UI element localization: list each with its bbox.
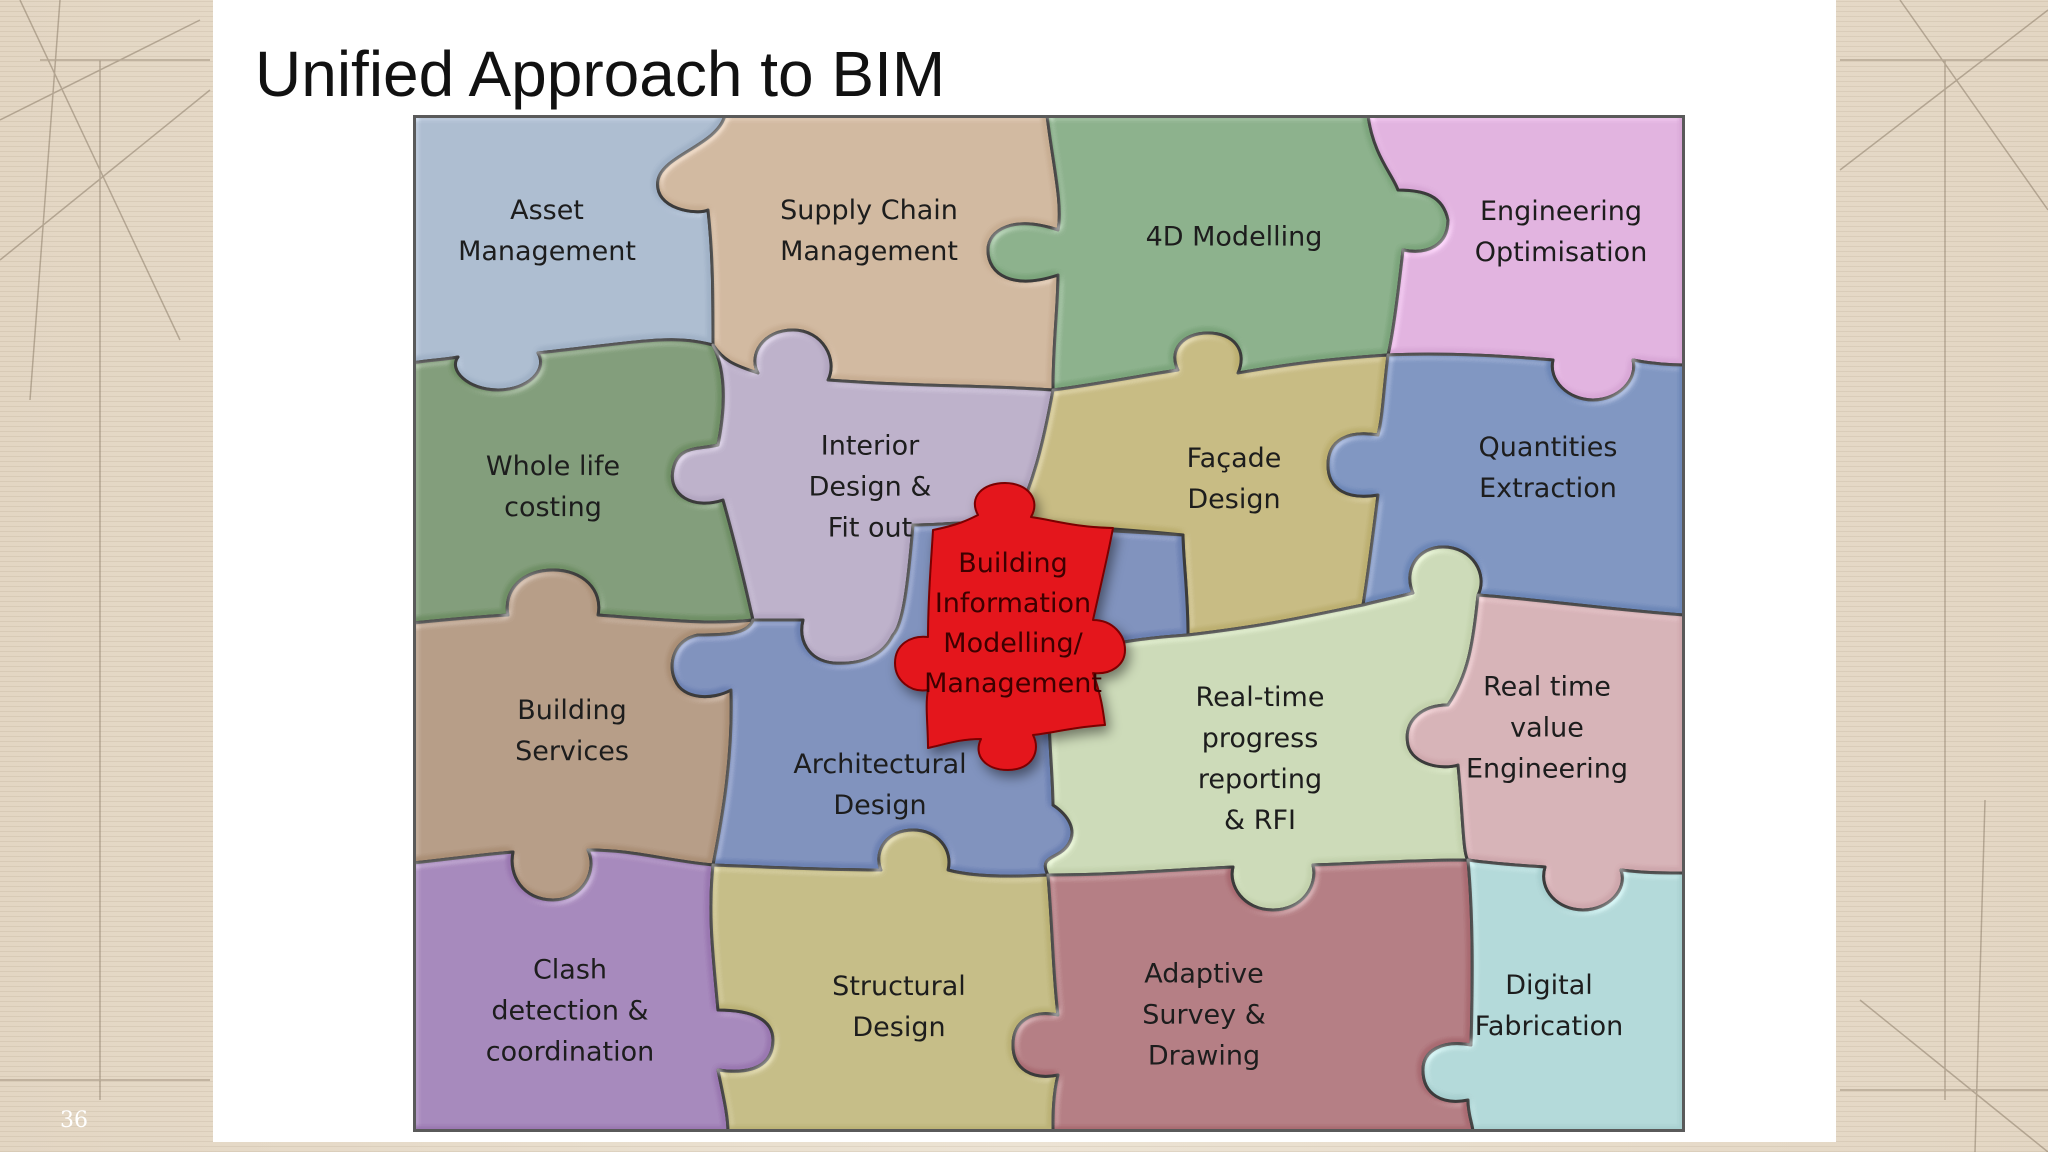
label-interior-design: Interior Design & Fit out [808,430,932,544]
label-4d-modelling: 4D Modelling [1145,221,1323,253]
puzzle-graphic [413,115,1685,1132]
label-adaptive-survey: Adaptive Survey & Drawing [1142,958,1266,1072]
label-whole-life-costing: Whole life costing [485,451,621,523]
slide-title: Unified Approach to BIM [255,38,946,110]
label-bim-center: Building Information Modelling/ Manageme… [924,548,1102,699]
label-clash-detection: Clash detection & coordination [485,954,655,1068]
piece-bim-center [894,482,1126,771]
label-supply-chain: Supply Chain Management [780,195,958,267]
label-digital-fabrication: Digital Fabrication [1474,970,1624,1042]
label-quantities-extraction: Quantities Extraction [1478,432,1618,504]
page-number: 36 [60,1108,88,1133]
label-realtime-value-engineering: Real time value Engineering [1466,671,1628,785]
label-realtime-progress: Real-time progress reporting & RFI [1195,682,1325,836]
label-engineering-optimisation: Engineering Optimisation [1474,196,1648,268]
label-building-services: Building Services [515,695,629,767]
label-architectural-design: Architectural Design [793,749,967,821]
label-structural-design: Structural Design [832,971,966,1043]
bim-puzzle-diagram: Asset Management Supply Chain Management… [413,115,1685,1132]
label-facade-design: Façade Design [1186,443,1282,515]
puzzle-frame [413,115,1685,1132]
label-asset-management: Asset Management [458,195,636,267]
slide: Unified Approach to BIM [213,0,1836,1142]
